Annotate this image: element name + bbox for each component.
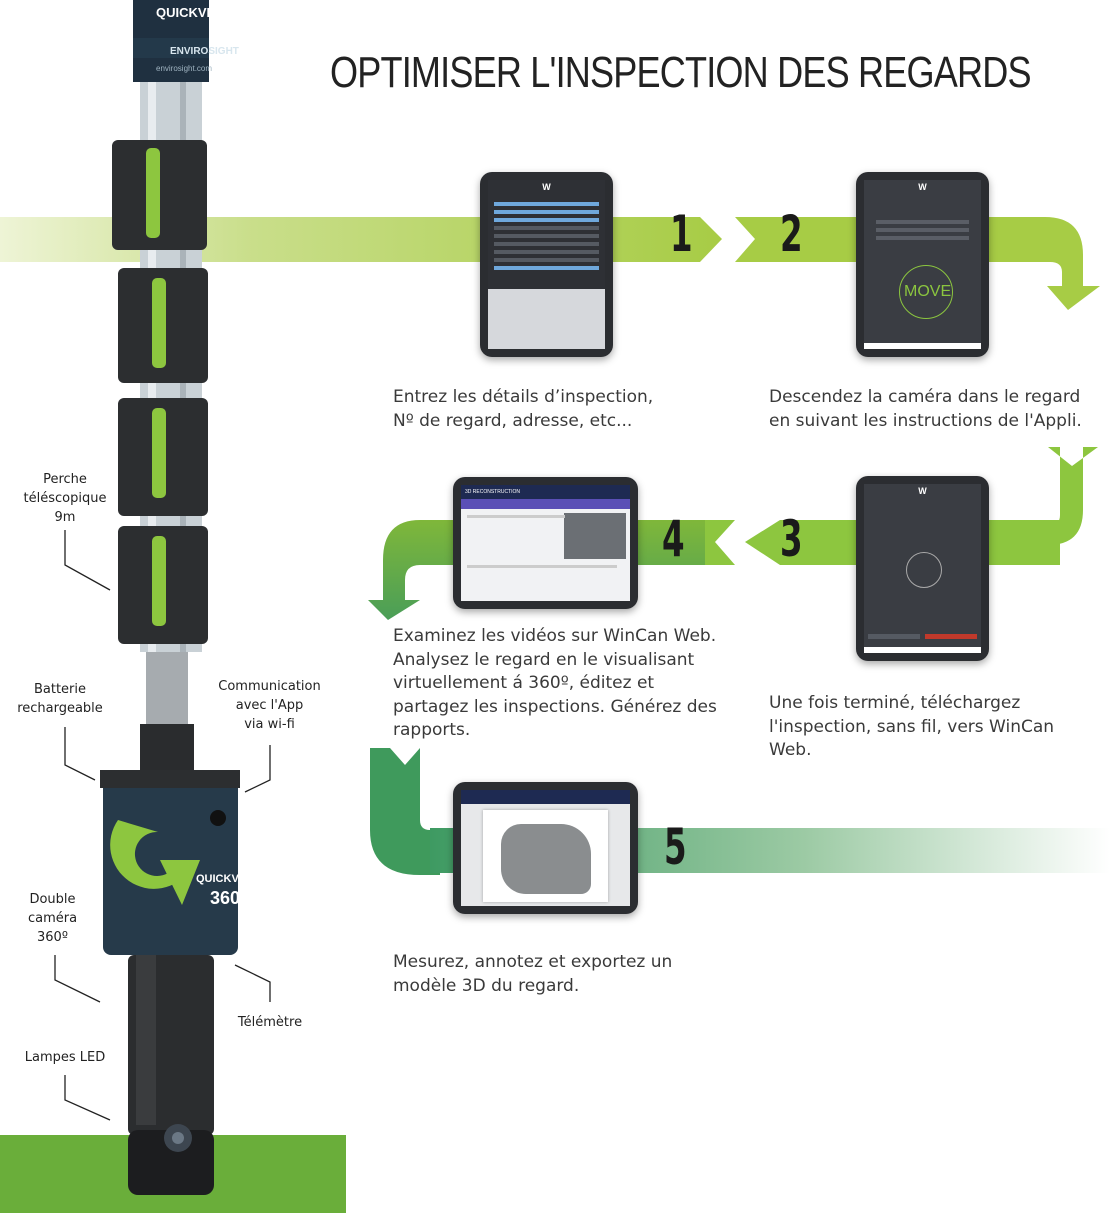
callout-camera-line: caméra [27,911,78,926]
tablet-screen [461,790,630,906]
app-logo: W [918,182,927,192]
tablet-screen: W MOVE [864,180,981,349]
step-number-2: 2 [780,205,803,263]
tablet-step-3: W [856,476,989,661]
callout-leds: Lampes LED [10,1048,120,1067]
callout-pole-line: Perche [43,472,87,487]
tablet-step-4: 3D RECONSTRUCTION [453,477,638,609]
pole-url-label: envirosight.com [156,64,213,73]
callout-battery: Batterie rechargeable [10,680,110,718]
web-header: 3D RECONSTRUCTION [461,485,630,499]
desc-line: en suivant les instructions de l'Appli. [769,410,1082,431]
desc-line: Examinez les vidéos sur WinCan Web. [393,626,717,646]
pole-brand-label: QUICKVIEW [156,5,232,20]
step-number-4: 4 [662,510,685,568]
desc-line: Nº de regard, adresse, etc... [393,410,633,431]
desc-line: Mesurez, annotez et exportez un [393,952,673,972]
head-model-label: 360 [210,888,241,908]
callout-rangefinder-line: Télémètre [237,1015,303,1030]
tablet-screen: W [864,484,981,653]
callout-leader-lines [54,530,271,1121]
move-label: MOVE [904,283,952,300]
tablet-step-1: W [480,172,613,357]
callout-camera: Double caméra 360º [10,890,95,947]
callout-wifi: Communication avec l'App via wi-fi [212,677,327,734]
callout-camera-line: 360º [37,930,68,945]
step-number-3: 3 [780,510,803,568]
desc-line: partagez les inspections. Générez des [393,696,717,717]
desc-line: Web. [769,740,812,760]
step-1-description: Entrez les détails d’inspection, Nº de r… [393,386,713,433]
callout-battery-line: rechargeable [17,701,103,716]
device-illustration: QUICKVIEW ENVIROSIGHT envirosight.com QU… [100,0,260,1213]
callout-wifi-line: avec l'App [235,698,304,713]
callout-pole-line: 9m [54,510,76,525]
app-logo: W [918,486,927,496]
step-number-5: 5 [664,818,687,876]
step-number-1: 1 [670,205,693,263]
callout-wifi-line: Communication [218,679,321,694]
head-brand-label: QUICKVIEW [196,873,260,885]
callout-pole: Perche téléscopique 9m [10,470,120,527]
callout-wifi-line: via wi-fi [244,717,295,732]
desc-line: Descendez la caméra dans le regard [769,387,1081,407]
callout-rangefinder: Télémètre [225,1013,315,1032]
callout-battery-line: Batterie [33,682,87,697]
step-3-description: Une fois terminé, téléchargez l'inspecti… [769,692,1099,763]
tablet-step-2: W MOVE [856,172,989,357]
app-logo: W [542,182,551,192]
step-4-description: Examinez les vidéos sur WinCan Web. Anal… [393,625,733,743]
callout-leds-line: Lampes LED [24,1050,106,1065]
desc-line: Entrez les détails d’inspection, [393,387,654,407]
desc-line: virtuellement á 360º, éditez et [393,673,655,693]
tablet-screen: W [488,180,605,349]
pole-company-label: ENVIROSIGHT [170,46,239,57]
callout-camera-line: Double [29,892,76,907]
tablet-screen: 3D RECONSTRUCTION [461,485,630,601]
callout-pole-line: téléscopique [23,491,107,506]
page-title: OPTIMISER L'INSPECTION DES REGARDS [330,48,1032,97]
desc-line: l'inspection, sans fil, vers WinCan [769,716,1055,737]
tablet-step-5 [453,782,638,914]
quickview-pole-drawing [100,0,240,1195]
step-5-description: Mesurez, annotez et exportez un modèle 3… [393,951,713,998]
step-2-description: Descendez la caméra dans le regard en su… [769,386,1109,433]
desc-line: modèle 3D du regard. [393,975,580,996]
desc-line: Analysez le regard en le visualisant [393,649,695,670]
desc-line: Une fois terminé, téléchargez [769,693,1021,713]
desc-line: rapports. [393,720,471,740]
